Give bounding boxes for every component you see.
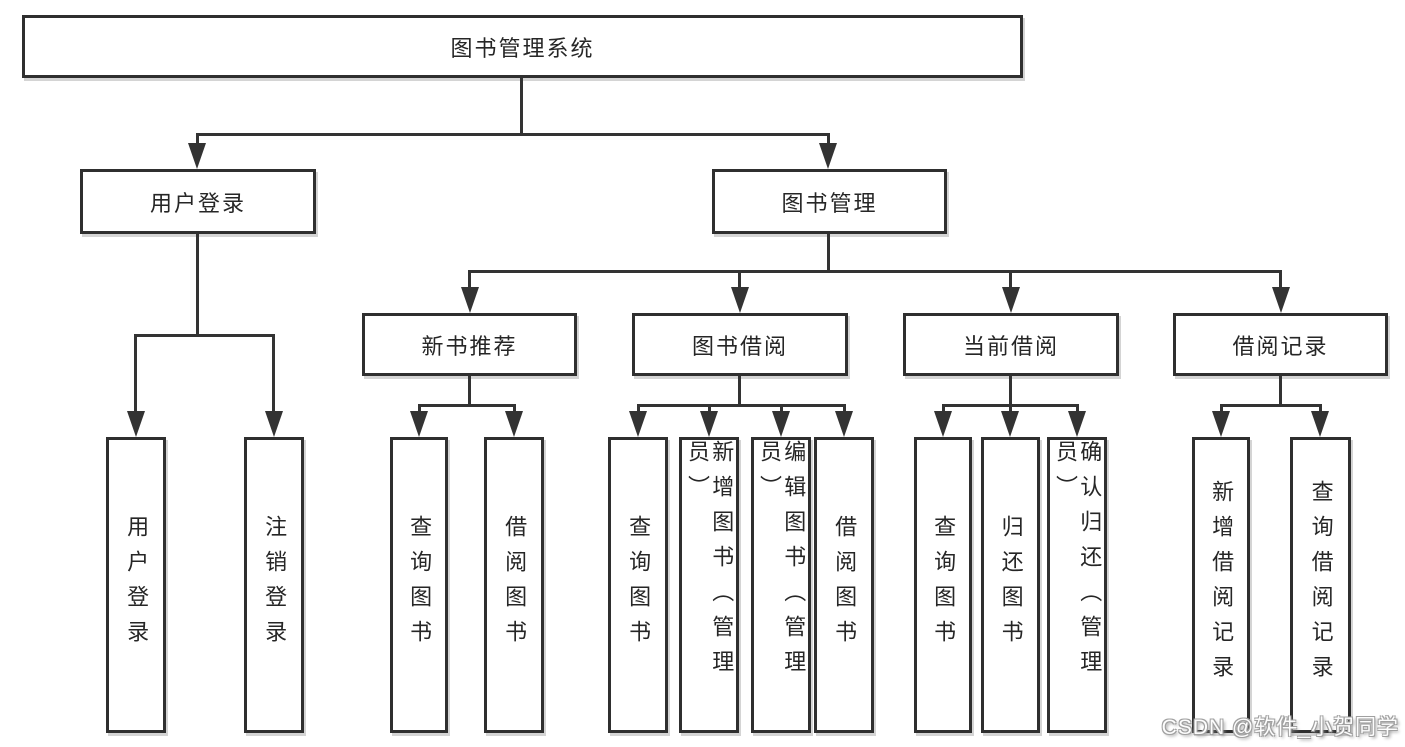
- connector-leaf-10: [1220, 404, 1223, 414]
- connector-new-books-stub: [468, 376, 471, 407]
- arrowhead-leaf-4: [700, 411, 718, 437]
- leaf-add-borrow-record: 新增借阅记录: [1192, 437, 1250, 733]
- connector-leaf-9: [1076, 404, 1079, 414]
- connector-to-user-login: [196, 133, 199, 147]
- node-new-books-label: 新书推荐: [421, 333, 518, 359]
- arrowhead-leaf-8: [1001, 411, 1019, 437]
- arrowhead-user-login: [188, 143, 206, 169]
- node-current-borrow-label: 当前借阅: [962, 333, 1059, 359]
- leaf-add-borrow-record-label: 新增借阅记录: [1209, 480, 1235, 690]
- connector-book-borrow-split: [637, 404, 845, 407]
- arrowhead-leaf-9: [1068, 411, 1086, 437]
- arrowhead-new-books: [461, 287, 479, 313]
- connector-book-mgmt-stub: [827, 234, 830, 273]
- node-book-borrow-label: 图书借阅: [691, 333, 788, 359]
- arrowhead-leaf-7: [934, 411, 952, 437]
- node-new-books: 新书推荐: [362, 313, 577, 376]
- leaf-query-books-3-label: 查询图书: [931, 515, 957, 655]
- leaf-add-books-admin-label: 新增图书（管理员）: [685, 440, 735, 685]
- connector-to-book-borrow: [738, 270, 741, 290]
- connector-leaf-5: [780, 404, 783, 414]
- node-root: 图书管理系统: [22, 15, 1023, 78]
- leaf-return-books: 归还图书: [981, 437, 1040, 733]
- node-root-label: 图书管理系统: [450, 35, 595, 61]
- leaf-query-borrow-record-label: 查询借阅记录: [1308, 480, 1334, 690]
- arrowhead-leaf-login: [127, 411, 145, 437]
- arrowhead-book-mgmt: [819, 143, 837, 169]
- connector-borrow-records-split: [1220, 404, 1321, 407]
- arrowhead-leaf-2: [505, 411, 523, 437]
- leaf-borrow-books-2-label: 借阅图书: [832, 515, 858, 655]
- node-borrow-records-label: 借阅记录: [1232, 333, 1329, 359]
- connector-to-borrow-records: [1279, 270, 1282, 290]
- connector-leaf-2: [513, 404, 516, 414]
- leaf-confirm-return-admin-label: 确认归还（管理员）: [1053, 440, 1103, 685]
- node-user-login: 用户登录: [80, 169, 316, 234]
- leaf-user-login: 用户登录: [106, 437, 166, 733]
- node-borrow-records: 借阅记录: [1173, 313, 1388, 376]
- connector-current-borrow-stub: [1009, 376, 1012, 407]
- leaf-confirm-return-admin: 确认归还（管理员）: [1047, 437, 1107, 733]
- leaf-borrow-books-1-label: 借阅图书: [502, 515, 528, 655]
- leaf-query-books-2: 查询图书: [608, 437, 668, 733]
- connector-to-current-borrow: [1009, 270, 1012, 290]
- leaf-borrow-books-2: 借阅图书: [814, 437, 874, 733]
- csdn-watermark: CSDN @软件_小贺同学: [1161, 716, 1399, 739]
- connector-leaf-4: [708, 404, 711, 414]
- leaf-add-books-admin: 新增图书（管理员）: [679, 437, 739, 733]
- connector-to-leaf-login: [134, 334, 137, 413]
- node-book-management: 图书管理: [712, 169, 947, 234]
- leaf-edit-books-admin-label: 编辑图书（管理员）: [757, 440, 807, 685]
- leaf-borrow-books-1: 借阅图书: [484, 437, 544, 733]
- arrowhead-leaf-logout: [265, 411, 283, 437]
- connector-to-new-books: [468, 270, 471, 290]
- arrowhead-leaf-6: [835, 411, 853, 437]
- connector-book-mgmt-split: [469, 270, 1282, 273]
- arrowhead-book-borrow: [731, 287, 749, 313]
- arrowhead-borrow-records: [1272, 287, 1290, 313]
- connector-borrow-records-stub: [1279, 376, 1282, 407]
- connector-root-stub: [520, 78, 523, 136]
- leaf-query-books-1-label: 查询图书: [407, 515, 433, 655]
- node-user-login-label: 用户登录: [149, 190, 246, 216]
- connector-leaf-3: [637, 404, 640, 414]
- connector-top-split: [196, 133, 830, 136]
- leaf-return-books-label: 归还图书: [998, 515, 1024, 655]
- leaf-user-login-label: 用户登录: [124, 515, 150, 655]
- arrowhead-current-borrow: [1002, 287, 1020, 313]
- arrowhead-leaf-1: [410, 411, 428, 437]
- node-book-borrow: 图书借阅: [632, 313, 848, 376]
- connector-leaf-11: [1319, 404, 1322, 414]
- leaf-query-borrow-record: 查询借阅记录: [1290, 437, 1351, 733]
- connector-leaf-7: [942, 404, 945, 414]
- node-current-borrow: 当前借阅: [903, 313, 1119, 376]
- leaf-logout: 注销登录: [244, 437, 304, 733]
- connector-user-login-split: [135, 334, 274, 337]
- leaf-edit-books-admin: 编辑图书（管理员）: [751, 437, 811, 733]
- connector-to-leaf-logout: [272, 334, 275, 413]
- connector-to-book-mgmt: [827, 133, 830, 147]
- connector-book-borrow-stub: [738, 376, 741, 407]
- arrowhead-leaf-11: [1311, 411, 1329, 437]
- leaf-query-books-1: 查询图书: [390, 437, 448, 733]
- connector-leaf-8: [1009, 404, 1012, 414]
- connector-new-books-split: [418, 404, 515, 407]
- leaf-query-books-3: 查询图书: [914, 437, 972, 733]
- connector-leaf-6: [843, 404, 846, 414]
- leaf-logout-label: 注销登录: [262, 515, 288, 655]
- arrowhead-leaf-10: [1212, 411, 1230, 437]
- connector-user-login-stub: [196, 234, 199, 336]
- arrowhead-leaf-3: [629, 411, 647, 437]
- leaf-query-books-2-label: 查询图书: [626, 515, 652, 655]
- connector-leaf-1: [418, 404, 421, 414]
- node-book-management-label: 图书管理: [781, 190, 878, 216]
- arrowhead-leaf-5: [772, 411, 790, 437]
